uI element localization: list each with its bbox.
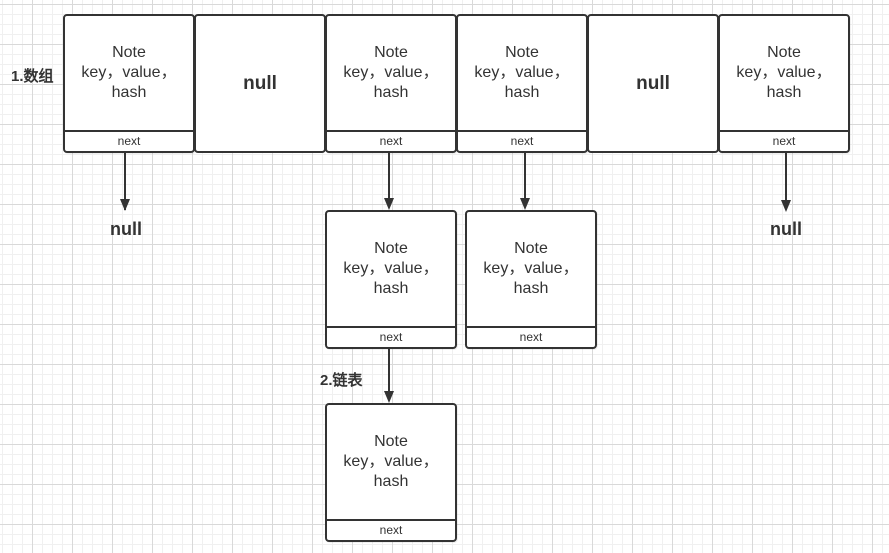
list-node-3-1[interactable]: Note key，value， hash next (465, 210, 597, 349)
arrow-head (781, 200, 791, 212)
node-hash: hash (373, 473, 409, 490)
node-next-pointer: next (327, 519, 455, 540)
node-content: Note key，value， hash (720, 16, 848, 130)
node-content: Note key，value， hash (327, 16, 455, 130)
null-terminator-5: null (770, 219, 802, 239)
node-title: Note (767, 44, 801, 61)
node-fields: key，value， (736, 64, 832, 81)
node-content: Note key，value， hash (467, 212, 595, 326)
node-title: Note (514, 240, 548, 257)
arrow-head (384, 198, 394, 210)
arrow-head (384, 391, 394, 403)
array-null-slot-4[interactable]: null (587, 14, 719, 153)
diagram-title-clipped (300, 0, 460, 5)
node-fields: key，value， (81, 64, 177, 81)
list-node-2-2[interactable]: Note key，value， hash next (325, 403, 457, 542)
node-title: Note (505, 44, 539, 61)
node-next-pointer: next (327, 326, 455, 347)
node-hash: hash (373, 280, 409, 297)
node-fields: key，value， (474, 64, 570, 81)
node-next-pointer: next (65, 130, 193, 151)
array-node-3[interactable]: Note key，value， hash next (456, 14, 588, 153)
node-hash: hash (111, 84, 147, 101)
list-section-label: 2.链表 (320, 372, 363, 389)
node-title: Note (374, 240, 408, 257)
array-node-5[interactable]: Note key，value， hash next (718, 14, 850, 153)
node-hash: hash (766, 84, 802, 101)
node-title: Note (374, 44, 408, 61)
node-fields: key，value， (343, 260, 439, 277)
node-next-pointer: next (467, 326, 595, 347)
node-content: Note key，value， hash (327, 212, 455, 326)
array-null-slot-1[interactable]: null (194, 14, 326, 153)
node-next-pointer: next (720, 130, 848, 151)
arrow-head (120, 199, 130, 211)
null-terminator-0: null (110, 219, 142, 239)
node-content: Note key，value， hash (458, 16, 586, 130)
node-fields: key，value， (343, 453, 439, 470)
node-hash: hash (373, 84, 409, 101)
array-node-2[interactable]: Note key，value， hash next (325, 14, 457, 153)
node-content: Note key，value， hash (327, 405, 455, 519)
array-node-0[interactable]: Note key，value， hash next (63, 14, 195, 153)
array-section-label: 1.数组 (11, 68, 54, 85)
node-fields: key，value， (343, 64, 439, 81)
node-content: Note key，value， hash (65, 16, 193, 130)
arrow-head (520, 198, 530, 210)
node-next-pointer: next (327, 130, 455, 151)
node-hash: hash (513, 280, 549, 297)
node-title: Note (112, 44, 146, 61)
node-fields: key，value， (483, 260, 579, 277)
list-node-2-1[interactable]: Note key，value， hash next (325, 210, 457, 349)
node-hash: hash (504, 84, 540, 101)
node-title: Note (374, 433, 408, 450)
node-next-pointer: next (458, 130, 586, 151)
